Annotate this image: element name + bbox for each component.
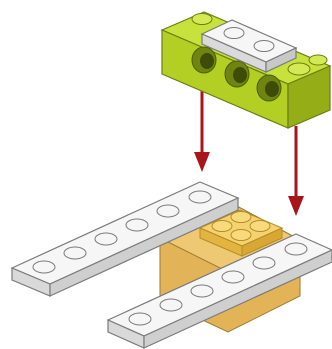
white-plate-long-front bbox=[106, 233, 332, 349]
studs bbox=[211, 211, 271, 241]
studs bbox=[223, 27, 275, 52]
studs bbox=[191, 13, 328, 76]
white-plate-1x2 bbox=[200, 19, 298, 73]
yellow-plate-2x2 bbox=[198, 209, 284, 257]
arrow-down-icon bbox=[288, 126, 304, 216]
technic-holes bbox=[191, 46, 282, 102]
studs bbox=[128, 242, 308, 326]
arrow-down-icon bbox=[194, 86, 210, 172]
white-plate-long-back bbox=[10, 181, 240, 297]
studs bbox=[32, 190, 212, 274]
